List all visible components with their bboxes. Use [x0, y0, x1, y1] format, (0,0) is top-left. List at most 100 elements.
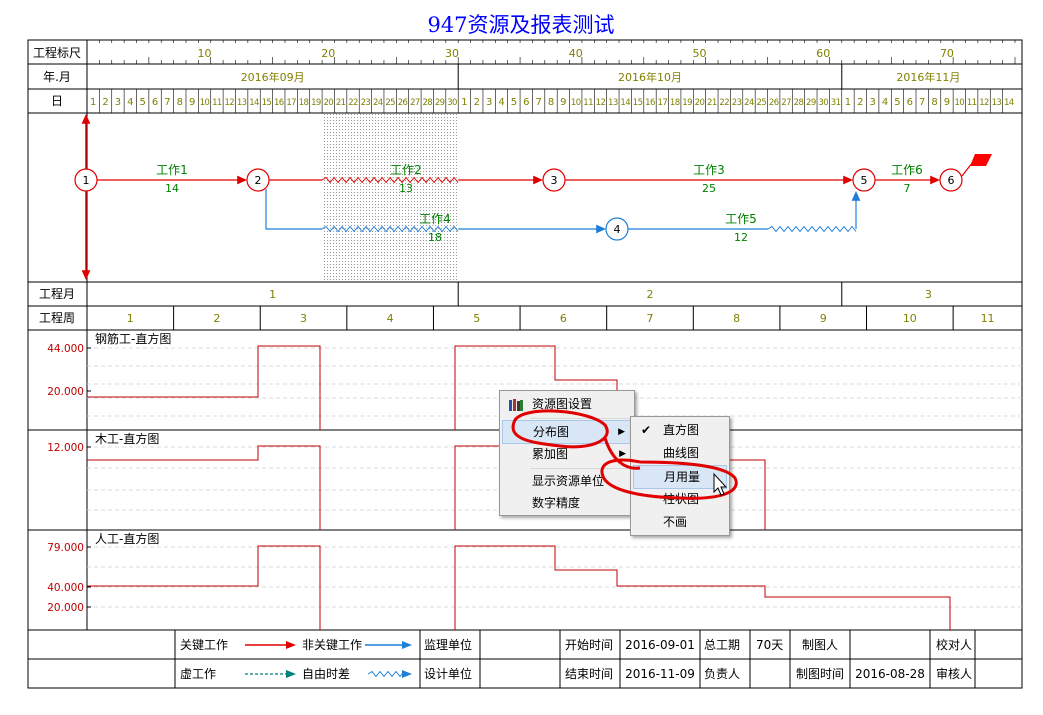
- day-label-cell: 14: [249, 98, 259, 108]
- histogram-axis-label: 20.000: [47, 386, 84, 398]
- arrowhead: [843, 175, 853, 185]
- day-label-cell: 24: [744, 98, 754, 108]
- submenu-item-none[interactable]: 不画: [633, 511, 727, 533]
- histogram-axis-label: 79.000: [47, 542, 84, 554]
- day-label-cell: 11: [212, 98, 222, 108]
- day-label-cell: 14: [1004, 98, 1014, 108]
- work-name: 工作3: [693, 163, 725, 177]
- context-menu[interactable]: 资源图设置 分布图 ▶ 累加图 ▶ 显示资源单位 数字精度: [499, 390, 635, 516]
- day-label-cell: 11: [967, 98, 977, 108]
- submenu-item-label: 直方图: [663, 423, 700, 437]
- submenu-item-histogram[interactable]: ✔ 直方图: [633, 419, 727, 441]
- day-label-cell: 22: [719, 98, 729, 108]
- day-label-cell: 15: [262, 98, 272, 108]
- project-month-label: 工程月: [39, 286, 75, 301]
- legend-end-value: 2016-11-09: [625, 667, 695, 681]
- day-label-cell: 12: [224, 98, 234, 108]
- menu-item-show-units[interactable]: 显示资源单位: [502, 470, 632, 492]
- work-duration: 12: [734, 231, 748, 244]
- work-duration: 13: [399, 182, 413, 195]
- network-node: [74, 168, 98, 192]
- network-node-label: 1: [83, 174, 90, 187]
- legend-free-float: 自由时差: [302, 667, 350, 681]
- day-label-cell: 19: [682, 98, 692, 108]
- day-label-cell: 9: [560, 97, 566, 108]
- day-label-cell: 3: [115, 97, 121, 108]
- day-label-cell: 18: [299, 98, 309, 108]
- day-label-cell: 13: [992, 98, 1002, 108]
- menu-item-precision[interactable]: 数字精度: [502, 492, 632, 514]
- day-label-cell: 8: [177, 97, 183, 108]
- legend-noncritical-arrow: [402, 641, 412, 649]
- day-label-cell: 23: [732, 98, 742, 108]
- legend-critical: 关键工作: [180, 638, 228, 652]
- day-label-cell: 20: [695, 98, 705, 108]
- network-node: [246, 168, 270, 192]
- legend-end-label: 结束时间: [565, 667, 613, 681]
- histogram-bar: [454, 345, 618, 430]
- submenu-item-label: 不画: [663, 515, 688, 529]
- free-float-wave: [321, 225, 459, 233]
- legend-total-value: 70天: [756, 638, 783, 652]
- submenu-arrow-icon: ▶: [619, 449, 626, 459]
- project-month-value: 2: [646, 288, 653, 301]
- books-icon: [508, 397, 524, 411]
- menu-item-label: 分布图: [533, 425, 570, 439]
- histogram-bar: [454, 545, 951, 630]
- day-label-cell: 6: [152, 97, 158, 108]
- legend-designer: 设计单位: [424, 666, 472, 681]
- menu-item-distribution[interactable]: 分布图 ▶: [502, 420, 632, 444]
- day-label-cell: 2: [474, 97, 480, 108]
- day-label: 日: [51, 94, 63, 108]
- day-label-cell: 25: [385, 98, 395, 108]
- day-label-cell: 24: [373, 98, 383, 108]
- day-label-cell: 21: [336, 98, 346, 108]
- menu-item-label: 资源图设置: [532, 397, 593, 411]
- day-label-cell: 3: [486, 97, 492, 108]
- legend-critical-arrow: [286, 641, 296, 649]
- outer-border: [27, 39, 1023, 689]
- day-label-cell: 6: [523, 97, 529, 108]
- legend-start-value: 2016-09-01: [625, 638, 695, 652]
- arrowhead: [81, 114, 91, 124]
- arrowhead: [237, 175, 247, 185]
- project-month-value: 3: [925, 288, 932, 301]
- work-name: 工作4: [419, 212, 451, 226]
- legend-dummy-arrow: [286, 670, 296, 678]
- day-label-cell: 10: [200, 98, 210, 108]
- day-label-cell: 3: [870, 97, 876, 108]
- ruler-tick-label: 50: [692, 47, 706, 60]
- project-week-value: 1: [127, 312, 134, 325]
- arrowhead: [596, 224, 606, 234]
- project-week-value: 7: [646, 312, 653, 325]
- day-label-cell: 28: [422, 98, 432, 108]
- day-label-cell: 20: [323, 98, 333, 108]
- legend-drawtime-label: 制图时间: [796, 667, 844, 681]
- day-label-cell: 7: [164, 97, 170, 108]
- submenu-distribution[interactable]: ✔ 直方图 曲线图 月用量 柱状图 不画: [630, 416, 730, 536]
- arrowhead: [930, 175, 940, 185]
- work-name: 工作1: [156, 163, 188, 177]
- submenu-item-curve[interactable]: 曲线图: [633, 442, 727, 464]
- day-label-cell: 27: [781, 98, 791, 108]
- submenu-item-label: 月用量: [664, 470, 701, 484]
- check-icon: ✔: [641, 423, 652, 437]
- histogram-bar: [87, 445, 321, 530]
- day-label-cell: 9: [944, 97, 950, 108]
- menu-item-resource-settings[interactable]: 资源图设置: [502, 393, 632, 415]
- day-label-cell: 13: [237, 98, 247, 108]
- work-duration: 18: [428, 231, 442, 244]
- free-float-wave: [767, 225, 857, 233]
- menu-item-cumulative[interactable]: 累加图 ▶: [502, 443, 632, 465]
- submenu-item-monthly[interactable]: 月用量: [633, 465, 727, 489]
- ruler-tick-label: 20: [321, 47, 335, 60]
- day-label-cell: 21: [707, 98, 717, 108]
- day-label-cell: 1: [845, 97, 851, 108]
- day-label-cell: 10: [955, 98, 965, 108]
- submenu-item-column[interactable]: 柱状图: [633, 488, 727, 510]
- project-week-label: 工程周: [39, 310, 75, 325]
